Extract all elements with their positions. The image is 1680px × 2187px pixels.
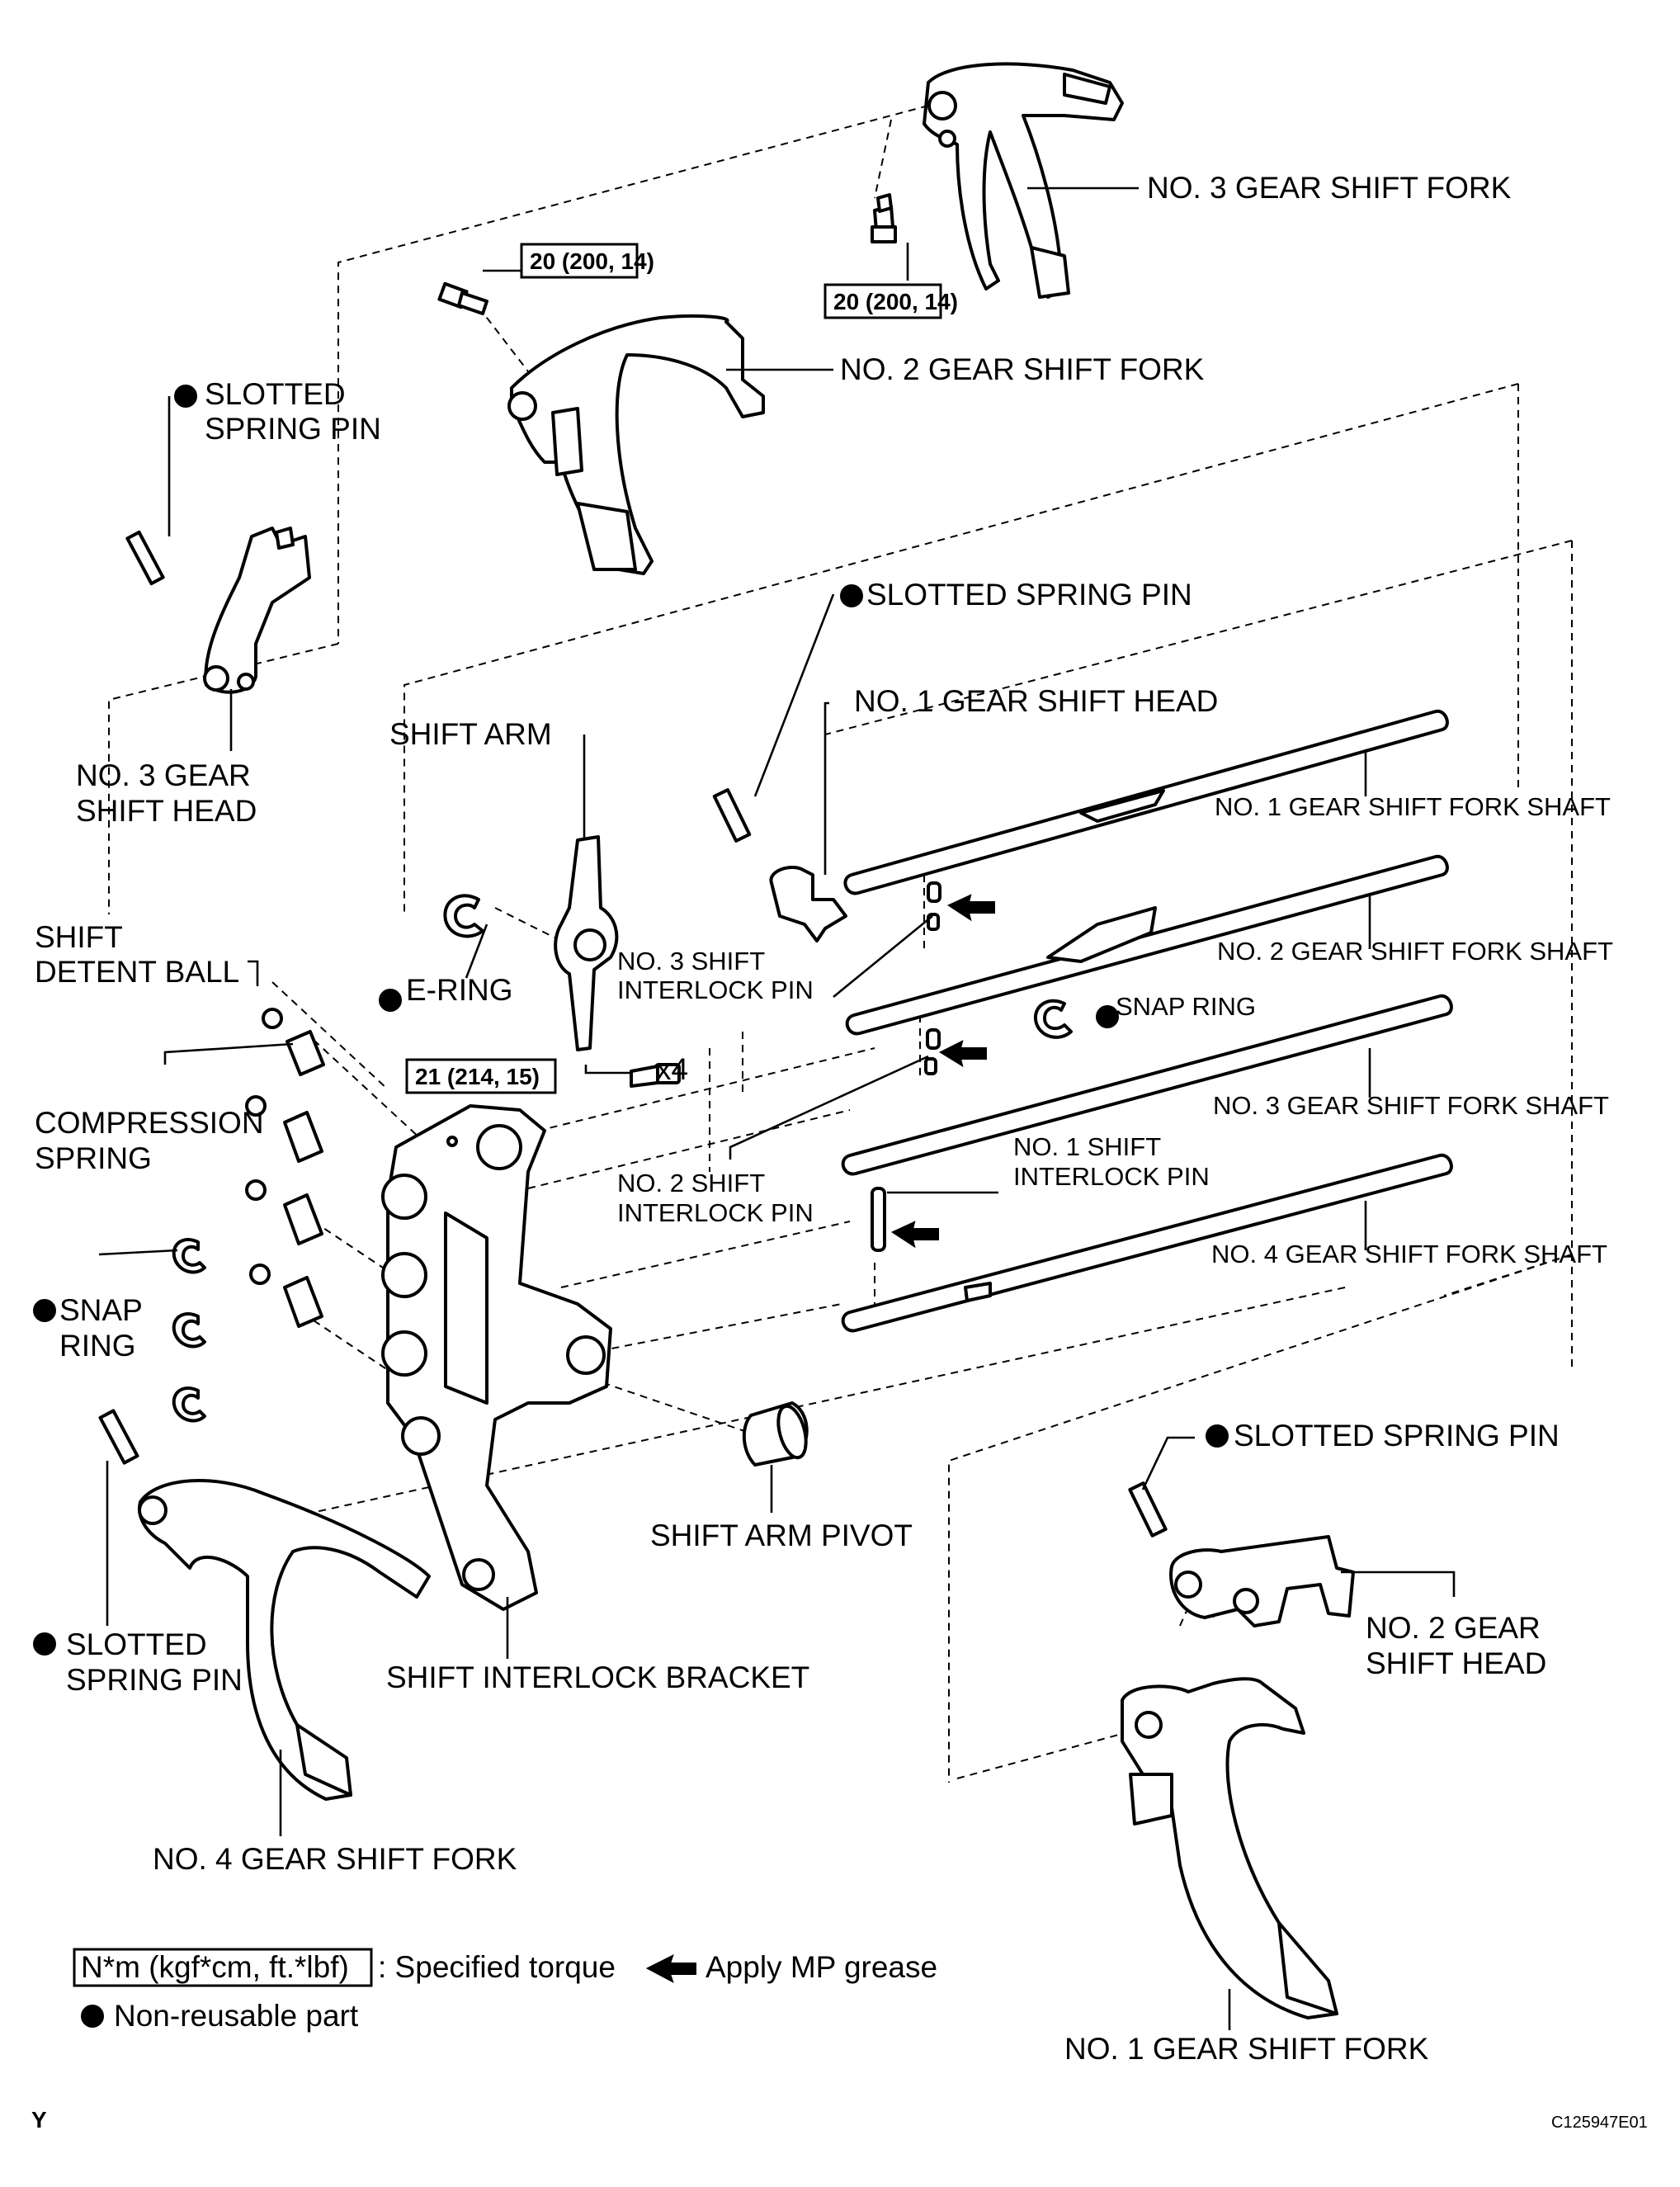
no3-gear-shift-head-drawing (203, 527, 311, 694)
slotted-spring-pin-tl (125, 530, 165, 586)
legend-torque-unit: N*m (kgf*cm, ft.*lbf) (81, 1950, 349, 1984)
legend-nonreusable-dot-icon (81, 2005, 104, 2028)
legend-nonreusable-text: Non-reusable part (114, 1999, 359, 2033)
label-shift-detent-2: DETENT BALL (35, 955, 239, 989)
label-no3-fork-shaft: NO. 3 GEAR SHIFT FORK SHAFT (1213, 1091, 1609, 1120)
label-no1-interlock-2: INTERLOCK PIN (1013, 1162, 1210, 1191)
legend-torque-frame (73, 1948, 373, 1987)
bracket-bolt (630, 1063, 681, 1088)
no1-gear-shift-fork-drawing (1121, 1677, 1338, 2019)
label-no1-gear-shift-fork: NO. 1 GEAR SHIFT FORK (1064, 2032, 1429, 2066)
label-shift-arm: SHIFT ARM (389, 717, 552, 751)
bolt-no2-fork (437, 281, 488, 315)
no4-gear-shift-fork-drawing (138, 1478, 431, 1801)
legend: N*m (kgf*cm, ft.*lbf) : Specified torque… (81, 1950, 937, 2033)
label-slotted-pin-mid: SLOTTED SPRING PIN (866, 578, 1192, 612)
figure-code: C125947E01 (1551, 2114, 1648, 2132)
interlock-pins (871, 881, 941, 1252)
label-no2-gear-shift-fork: NO. 2 GEAR SHIFT FORK (840, 352, 1205, 386)
label-no1-interlock-1: NO. 1 SHIFT (1013, 1132, 1161, 1161)
detent-balls-and-springs (245, 1008, 325, 1328)
shift-fork-shafts (841, 709, 1453, 1333)
non-reusable-markers (33, 385, 1229, 1656)
label-shift-arm-pivot: SHIFT ARM PIVOT (650, 1519, 913, 1552)
label-no2-shift-head-2: SHIFT HEAD (1366, 1646, 1546, 1680)
label-e-ring: E-RING (406, 973, 513, 1007)
e-ring-drawing (443, 894, 484, 938)
label-snap-ring-left-1: SNAP (59, 1293, 143, 1327)
assembly-dashed-lines (108, 105, 1573, 1783)
torque-value-bolt: 21 (214, 15) (415, 1064, 540, 1089)
label-no2-fork-shaft: NO. 2 GEAR SHIFT FORK SHAFT (1217, 937, 1613, 966)
torque-box-bolt-frame (405, 1058, 557, 1094)
legend-grease-text: Apply MP grease (706, 1950, 937, 1984)
label-no2-interlock-1: NO. 2 SHIFT (617, 1169, 765, 1197)
grease-arrows (890, 894, 995, 1249)
slotted-spring-pin-br (1128, 1481, 1168, 1538)
label-shift-detent-1: SHIFT (35, 920, 123, 954)
label-slotted-pin-tl-1: SLOTTED (205, 377, 346, 411)
label-no4-fork-shaft: NO. 4 GEAR SHIFT FORK SHAFT (1211, 1240, 1607, 1268)
diagram-labels: 20 (200, 14) 20 (200, 14) 21 (214, 15) x… (35, 171, 1613, 2066)
label-no2-interlock-2: INTERLOCK PIN (617, 1198, 814, 1227)
snap-rings-left (172, 1237, 206, 1423)
label-no2-shift-head-1: NO. 2 GEAR (1366, 1611, 1541, 1645)
shift-arm-drawing (554, 835, 619, 1051)
bolt-qty-label: x4 (656, 1052, 688, 1086)
no3-gear-shift-fork-drawing (923, 62, 1124, 299)
label-slotted-pin-br: SLOTTED SPRING PIN (1234, 1419, 1560, 1452)
slotted-spring-pin-mid (712, 788, 752, 843)
slotted-spring-pin-bl (98, 1409, 139, 1465)
legend-torque-text: : Specified torque (378, 1950, 616, 1984)
no2-gear-shift-head-drawing (1169, 1535, 1355, 1627)
legend-grease-arrow-icon (645, 1954, 696, 1984)
label-slotted-pin-bl-1: SLOTTED (66, 1627, 207, 1661)
label-shift-interlock-bracket: SHIFT INTERLOCK BRACKET (386, 1660, 809, 1694)
label-no3-interlock-2: INTERLOCK PIN (617, 975, 814, 1004)
label-snap-ring-right: SNAP RING (1116, 992, 1256, 1021)
bolt-no3-fork (871, 193, 897, 243)
label-slotted-pin-tl-2: SPRING PIN (205, 412, 381, 446)
torque-box-left-frame (520, 243, 639, 279)
label-no3-gear-shift-fork: NO. 3 GEAR SHIFT FORK (1147, 171, 1512, 205)
label-snap-ring-left-2: RING (59, 1329, 136, 1363)
label-no3-shift-head-1: NO. 3 GEAR (76, 758, 251, 792)
torque-value-left: 20 (200, 14) (530, 248, 654, 274)
shift-interlock-bracket-drawing (381, 1104, 612, 1611)
no2-gear-shift-fork-drawing (507, 314, 765, 575)
label-slotted-pin-bl-2: SPRING PIN (66, 1663, 243, 1697)
label-no1-fork-shaft: NO. 1 GEAR SHIFT FORK SHAFT (1215, 792, 1611, 821)
label-no3-shift-head-2: SHIFT HEAD (76, 794, 257, 828)
snap-ring-right-drawing (1033, 999, 1073, 1039)
torque-value-right: 20 (200, 14) (833, 289, 958, 314)
no1-gear-shift-head-drawing (769, 866, 847, 942)
label-compression-1: COMPRESSION (35, 1106, 264, 1140)
torque-box-right-frame (823, 283, 942, 319)
shift-arm-pivot-drawing (742, 1401, 809, 1467)
corner-mark: Y (31, 2107, 47, 2133)
label-compression-2: SPRING (35, 1141, 152, 1175)
label-no3-interlock-1: NO. 3 SHIFT (617, 947, 765, 975)
label-no1-shift-head: NO. 1 GEAR SHIFT HEAD (854, 684, 1218, 718)
label-no4-gear-shift-fork: NO. 4 GEAR SHIFT FORK (153, 1842, 517, 1876)
leader-lines (98, 187, 1456, 2030)
